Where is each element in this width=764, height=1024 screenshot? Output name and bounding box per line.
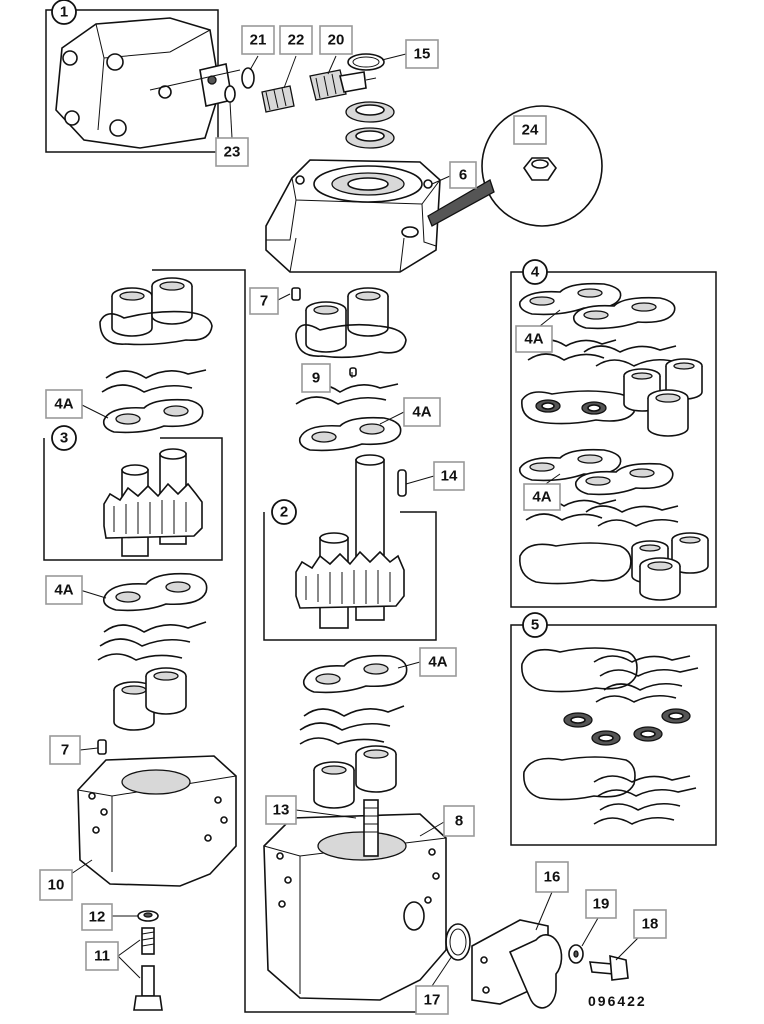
callout-15: 15 bbox=[405, 39, 439, 69]
leader-lines bbox=[67, 53, 639, 987]
callout-14: 14 bbox=[433, 461, 465, 491]
callout-2: 2 bbox=[271, 499, 297, 525]
callout-5: 5 bbox=[522, 612, 548, 638]
callout-6-label: 6 bbox=[459, 167, 467, 184]
callout-1-label: 1 bbox=[60, 4, 68, 21]
callout-20: 20 bbox=[319, 25, 353, 55]
callout-4a-4-label: 4A bbox=[428, 654, 447, 671]
callout-7-top: 7 bbox=[249, 287, 279, 315]
callout-4a-2-label: 4A bbox=[412, 404, 431, 421]
seal-kit-5-drawing bbox=[521, 647, 699, 825]
callout-9-label: 9 bbox=[312, 370, 320, 387]
central-stack-drawing bbox=[291, 287, 408, 809]
callout-13-label: 13 bbox=[273, 802, 290, 819]
callout-10-label: 10 bbox=[48, 877, 65, 894]
callout-23-label: 23 bbox=[224, 144, 241, 161]
callout-4: 4 bbox=[522, 259, 548, 285]
callout-16-label: 16 bbox=[544, 869, 561, 886]
callout-4a-4: 4A bbox=[419, 647, 457, 677]
callout-17-label: 17 bbox=[424, 992, 441, 1009]
front-cover-drawing bbox=[265, 159, 441, 273]
frame-item-3 bbox=[43, 437, 223, 561]
callout-24-label: 24 bbox=[522, 122, 539, 139]
callout-17: 17 bbox=[415, 985, 449, 1015]
callout-22: 22 bbox=[279, 25, 313, 55]
callout-2-label: 2 bbox=[280, 504, 288, 521]
callout-7-top-label: 7 bbox=[260, 293, 268, 310]
callout-1: 1 bbox=[51, 0, 77, 25]
callout-23: 23 bbox=[215, 137, 249, 167]
frame-item-2 bbox=[263, 511, 437, 641]
callout-4a-1: 4A bbox=[45, 389, 83, 419]
callout-4-label: 4 bbox=[531, 264, 540, 281]
frame-main-assembly bbox=[152, 269, 441, 1013]
callout-8-label: 8 bbox=[455, 813, 463, 830]
callout-3: 3 bbox=[51, 425, 77, 451]
callout-4a-6: 4A bbox=[523, 483, 561, 511]
callout-21: 21 bbox=[241, 25, 275, 55]
callout-21-label: 21 bbox=[250, 32, 267, 49]
callout-22-label: 22 bbox=[288, 32, 305, 49]
callout-10: 10 bbox=[39, 869, 73, 901]
callout-4a-3-label: 4A bbox=[54, 582, 73, 599]
callout-11: 11 bbox=[85, 941, 119, 971]
callout-5-label: 5 bbox=[531, 617, 539, 634]
callout-7-bottom: 7 bbox=[49, 735, 81, 765]
main-body-drawing bbox=[263, 799, 629, 1009]
frame-item-5 bbox=[510, 624, 717, 846]
callout-12-label: 12 bbox=[89, 909, 106, 926]
callout-8: 8 bbox=[443, 805, 475, 837]
nut-detail-drawing bbox=[427, 105, 603, 227]
frame-group bbox=[43, 9, 717, 1013]
callout-7-bottom-label: 7 bbox=[61, 742, 69, 759]
callout-4a-2: 4A bbox=[403, 397, 441, 427]
callout-18-label: 18 bbox=[642, 916, 659, 933]
callout-20-label: 20 bbox=[328, 32, 345, 49]
callout-4a-5-label: 4A bbox=[524, 331, 543, 348]
callout-24: 24 bbox=[513, 115, 547, 145]
callout-19-label: 19 bbox=[593, 896, 610, 913]
frame-item-4 bbox=[510, 271, 717, 608]
callout-12: 12 bbox=[81, 903, 113, 931]
callout-4a-3: 4A bbox=[45, 575, 83, 605]
callout-13: 13 bbox=[265, 795, 297, 825]
callout-18: 18 bbox=[633, 909, 667, 939]
callout-19: 19 bbox=[585, 889, 617, 919]
fittings-drawing bbox=[224, 53, 395, 149]
callout-4a-1-label: 4A bbox=[54, 396, 73, 413]
callout-9: 9 bbox=[301, 363, 331, 393]
callout-3-label: 3 bbox=[60, 430, 68, 447]
drawing-number: 096422 bbox=[588, 993, 647, 1009]
callout-4a-6-label: 4A bbox=[532, 489, 551, 506]
seal-kit-4-drawing bbox=[518, 282, 709, 601]
callout-14-label: 14 bbox=[441, 468, 458, 485]
callout-6: 6 bbox=[449, 161, 477, 189]
callout-16: 16 bbox=[535, 861, 569, 893]
left-stack-drawing bbox=[77, 277, 237, 1011]
pump-assembly-drawing bbox=[55, 17, 241, 149]
callout-4a-5: 4A bbox=[515, 325, 553, 353]
callout-11-label: 11 bbox=[94, 948, 110, 965]
callout-15-label: 15 bbox=[414, 46, 431, 63]
